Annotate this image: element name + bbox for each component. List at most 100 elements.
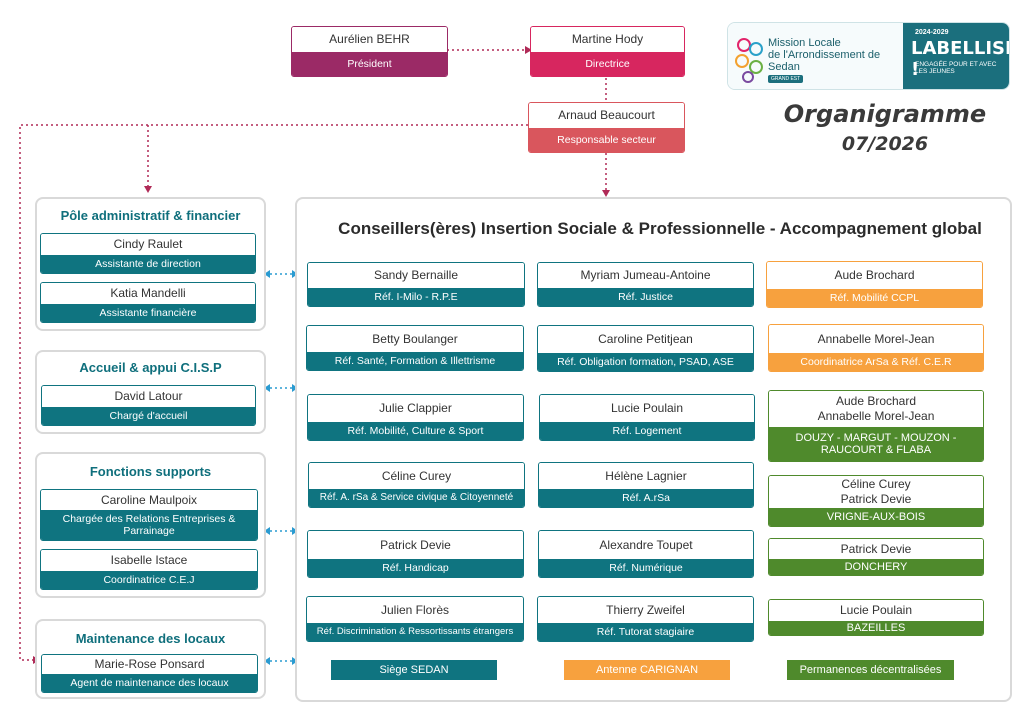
counselor-card: Betty Boulanger Réf. Santé, Formation & … [306,325,524,371]
org-title: Organigramme [783,100,987,128]
counselor-role: Réf. Santé, Formation & Illettrisme [307,352,523,370]
counselor-role: Réf. Tutorat stagiaire [538,623,753,641]
counselor-card: Céline Curey Réf. A. rSa & Service civiq… [308,462,525,508]
logo-sub2: LES JEUNES [915,68,955,75]
logo-sub: ENGAGÉE POUR ET AVEC LES JEUNES [915,61,996,75]
legend-carignan: Antenne CARIGNAN [564,660,730,680]
permanence-name: Céline Curey [841,477,911,491]
logo-rings-icon [735,38,763,83]
president-role: Président [292,52,447,76]
permanence-location: DONCHERY [769,559,983,575]
staff-card: Cindy Raulet Assistante de direction [40,233,256,274]
counselor-role: Réf. A. rSa & Service civique & Citoyenn… [309,489,524,507]
logo-badge: GRAND EST [768,75,804,83]
arrow-admin [144,186,152,193]
president-card: Aurélien BEHR Président [291,26,448,77]
counselor-card: Patrick Devie Réf. Handicap [307,530,524,578]
staff-role: Chargé d'accueil [42,407,255,425]
logo-text: Mission Locale de l'Arrondissement de Se… [768,37,903,73]
counselor-name: Céline Curey [309,463,524,489]
staff-name: Katia Mandelli [41,283,255,304]
counselor-name: Julien Florès [307,597,523,623]
staff-name: Marie-Rose Ponsard [42,655,257,674]
staff-name: Caroline Maulpoix [41,490,257,510]
counselor-role: Coordinatrice ArSa & Réf. C.E.R [769,353,983,371]
counselor-name: Lucie Poulain [540,395,754,422]
counselor-role: Réf. Discrimination & Ressortissants étr… [307,623,523,641]
counselor-card: Lucie Poulain Réf. Logement [539,394,755,441]
arrow-directrice [525,46,532,54]
main-title: Conseillers(ères) Insertion Sociale & Pr… [338,219,982,238]
counselor-name: Betty Boulanger [307,326,523,352]
staff-card: Katia Mandelli Assistante financière [40,282,256,323]
counselor-name: Thierry Zweifel [538,597,753,623]
permanence-card: Aude Brochard Annabelle Morel-Jean DOUZY… [768,390,984,462]
counselor-card: Caroline Petitjean Réf. Obligation forma… [537,325,754,372]
org-date: 07/2026 [841,133,929,155]
staff-card: Isabelle Istace Coordinatrice C.E.J [40,549,258,590]
counselor-card: Hélène Lagnier Réf. A.rSa [538,462,754,508]
counselor-role: Réf. A.rSa [539,489,753,507]
panel-supports-title: Fonctions supports [89,464,212,479]
directrice-name: Martine Hody [531,27,684,52]
permanence-location: DOUZY - MARGUT - MOUZON - RAUCOURT & FLA… [769,427,983,461]
counselor-role: Réf. Obligation formation, PSAD, ASE [538,353,753,371]
counselor-card: Myriam Jumeau-Antoine Réf. Justice [537,262,754,307]
counselor-name: Alexandre Toupet [539,531,753,559]
counselor-role: Réf. Mobilité, Culture & Sport [308,422,523,440]
counselor-role: Réf. Mobilité CCPL [767,289,982,307]
counselor-card: Julie Clappier Réf. Mobilité, Culture & … [307,394,524,441]
permanence-names: Céline Curey Patrick Devie [769,476,983,508]
counselor-name: Patrick Devie [308,531,523,559]
staff-name: David Latour [42,386,255,407]
staff-role: Agent de maintenance des locaux [42,674,257,692]
counselor-role: Réf. Handicap [308,559,523,577]
counselor-role: Réf. Justice [538,288,753,306]
staff-card: Caroline Maulpoix Chargée des Relations … [40,489,258,541]
staff-role: Assistante financière [41,304,255,322]
responsable-role: Responsable secteur [529,128,684,152]
staff-role: Coordinatrice C.E.J [41,571,257,589]
counselor-name: Julie Clappier [308,395,523,422]
permanence-location: VRIGNE-AUX-BOIS [769,508,983,526]
staff-card: David Latour Chargé d'accueil [41,385,256,426]
president-name: Aurélien BEHR [292,27,447,52]
counselor-name: Caroline Petitjean [538,326,753,353]
connector-left-trunk [19,124,528,661]
logo-label: LABELLISÉE ! [911,38,1009,80]
staff-name: Isabelle Istace [41,550,257,571]
permanence-name: Annabelle Morel-Jean [817,409,935,423]
logo-sub1: ENGAGÉE POUR ET AVEC [915,61,997,68]
legend-sedan: Siège SEDAN [331,660,497,680]
directrice-role: Directrice [531,52,684,76]
counselor-card-carignan: Annabelle Morel-Jean Coordinatrice ArSa … [768,324,984,372]
legend-permanences: Permanences décentralisées [787,660,954,680]
counselor-role: Réf. Logement [540,422,754,440]
permanence-card: Lucie Poulain BAZEILLES [768,599,984,636]
counselor-name: Sandy Bernaille [308,263,524,288]
counselor-name: Hélène Lagnier [539,463,753,489]
logo-line2: de l'Arrondissement de Sedan [768,49,881,73]
counselor-card: Julien Florès Réf. Discrimination & Ress… [306,596,524,642]
arrow-main [602,190,610,197]
counselor-card: Alexandre Toupet Réf. Numérique [538,530,754,578]
permanence-location: BAZEILLES [769,621,983,635]
counselor-name: Annabelle Morel-Jean [769,325,983,353]
counselor-card-carignan: Aude Brochard Réf. Mobilité CCPL [766,261,983,308]
staff-role: Chargée des Relations Entreprises & Parr… [41,510,257,540]
logo-line1: Mission Locale [768,37,841,49]
logo-left-panel: Mission Locale de l'Arrondissement de Se… [728,23,903,89]
counselor-role: Réf. I-Milo - R.P.E [308,288,524,306]
permanence-card: Céline Curey Patrick Devie VRIGNE-AUX-BO… [768,475,984,527]
counselor-role: Réf. Numérique [539,559,753,577]
counselor-card: Thierry Zweifel Réf. Tutorat stagiaire [537,596,754,642]
permanence-name: Patrick Devie [769,539,983,559]
mission-locale-logo: Mission Locale de l'Arrondissement de Se… [727,22,1010,90]
logo-years: 2024-2029 [915,29,949,36]
permanence-name: Aude Brochard [835,394,917,408]
directrice-card: Martine Hody Directrice [530,26,685,77]
staff-name: Cindy Raulet [41,234,255,255]
permanence-names: Aude Brochard Annabelle Morel-Jean [769,391,983,427]
responsable-name: Arnaud Beaucourt [529,103,684,128]
logo-label-panel: 2024-2029 LABELLISÉE ! ENGAGÉE POUR ET A… [903,23,1009,89]
